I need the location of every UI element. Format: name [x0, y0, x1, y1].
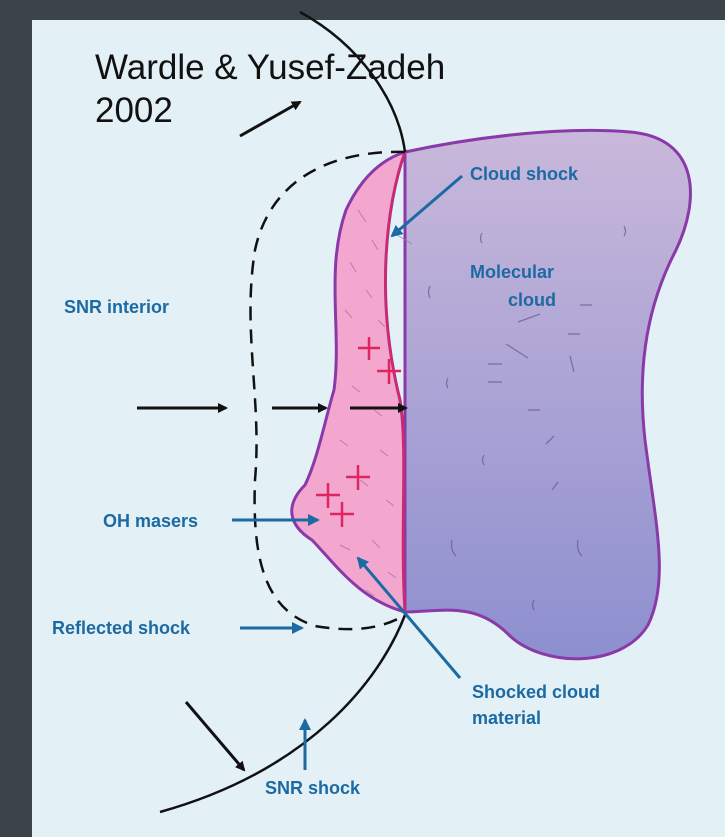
- label-reflected-shock: Reflected shock: [52, 618, 191, 638]
- label-molecular-cloud-line2: cloud: [508, 290, 556, 310]
- credit-authors: Wardle & Yusef-Zadeh: [95, 46, 445, 89]
- molecular-cloud: [405, 130, 690, 658]
- credit-year: 2002: [95, 89, 445, 132]
- label-snr-shock: SNR shock: [265, 778, 361, 798]
- label-molecular-cloud-line1: Molecular: [470, 262, 554, 282]
- label-oh-masers: OH masers: [103, 511, 198, 531]
- flow-arrow: [186, 702, 244, 770]
- label-snr-interior: SNR interior: [64, 297, 169, 317]
- label-cloud-shock: Cloud shock: [470, 164, 579, 184]
- figure-credit: Wardle & Yusef-Zadeh 2002: [95, 46, 445, 132]
- label-shocked-cloud-line2: material: [472, 708, 541, 728]
- label-shocked-cloud-line1: Shocked cloud: [472, 682, 600, 702]
